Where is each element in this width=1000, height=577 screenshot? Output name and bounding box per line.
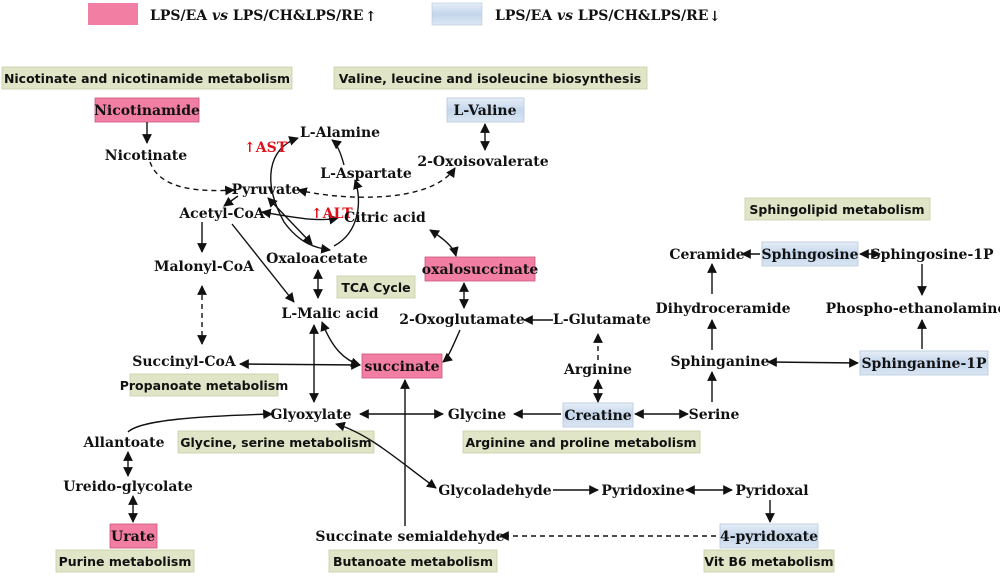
- module-arginine: Arginine and proline metabolism: [465, 435, 696, 450]
- legend-up-label: LPS/EA vs LPS/CH&LPS/RE: [150, 8, 363, 24]
- module-tca: TCA Cycle: [341, 280, 410, 295]
- metabolite-l-valine: L-Valine: [453, 103, 516, 119]
- metabolite-nicotinate: Nicotinate: [105, 148, 187, 164]
- legend-down-swatch: [431, 2, 483, 26]
- metabolite-4-pyridoxate: 4-pyridoxate: [720, 529, 818, 545]
- metabolite-glyoxylate: Glyoxylate: [271, 407, 352, 423]
- metabolite-l-malic-acid: L-Malic acid: [282, 306, 379, 322]
- metabolite-pyruvate: Pyruvate: [232, 182, 301, 198]
- metabolite-ureido-glycolate: Ureido-glycolate: [63, 479, 193, 495]
- legend-down-label: LPS/EA vs LPS/CH&LPS/RE: [495, 8, 708, 24]
- module-glycine: Glycine, serine metabolism: [180, 435, 371, 450]
- metabolite-l-aspartate: L-Aspartate: [320, 166, 412, 182]
- metabolite-malonyl-coa: Malonyl-CoA: [154, 259, 255, 275]
- metabolite-sphinganine-1p: Sphinganine-1P: [861, 356, 987, 372]
- metabolite-urate: Urate: [111, 529, 155, 545]
- up-arrow-icon: ↑: [365, 9, 377, 25]
- module-propanoate: Propanoate metabolism: [120, 378, 289, 393]
- metabolite-acetyl-coa: Acetyl-CoA: [178, 206, 266, 222]
- metabolite-pyridoxine: Pyridoxine: [601, 483, 684, 499]
- metabolite-l-glutamate: L-Glutamate: [553, 312, 651, 328]
- metabolite-allantoate: Allantoate: [83, 435, 165, 451]
- metabolite-glycoladehyde: Glycoladehyde: [438, 483, 551, 499]
- legend: LPS/EA vs LPS/CH&LPS/RE ↑ LPS/EA vs LPS/…: [88, 2, 721, 26]
- down-arrow-icon: ↓: [709, 9, 721, 25]
- metabolite-oxalosuccinate: oxalosuccinate: [422, 262, 539, 278]
- module-labels: Nicotinate and nicotinamide metabolism V…: [1, 66, 931, 573]
- module-purine: Purine metabolism: [59, 554, 192, 569]
- metabolite-nicotinamide: Nicotinamide: [94, 103, 200, 119]
- metabolite-serine: Serine: [689, 407, 740, 423]
- enzyme-alt-label: ↑ALT: [311, 206, 353, 222]
- pathway-edges: [123, 122, 927, 541]
- metabolite-pyridoxal: Pyridoxal: [735, 483, 808, 499]
- legend-up-swatch: [88, 3, 138, 25]
- metabolite-succinyl-coa: Succinyl-CoA: [132, 354, 237, 370]
- metabolite-dihydroceramide: Dihydroceramide: [656, 301, 791, 317]
- metabolite-glycine: Glycine: [448, 407, 506, 423]
- metabolite-phospho-ethanolamine: Phospho-ethanolamine: [826, 301, 1000, 317]
- metabolite-succinate-semialdehyde: Succinate semialdehyde: [315, 529, 504, 545]
- module-nicotinate: Nicotinate and nicotinamide metabolism: [4, 71, 290, 86]
- metabolite-arginine: Arginine: [563, 362, 632, 378]
- module-sphingolipid: Sphingolipid metabolism: [749, 202, 924, 217]
- metabolite-oxaloacetate: Oxaloacetate: [266, 251, 368, 267]
- metabolite-succinate: succinate: [364, 359, 439, 375]
- module-valine: Valine, leucine and isoleucine biosynthe…: [339, 71, 641, 86]
- metabolite-citric-acid: Citric acid: [344, 210, 426, 226]
- metabolite-ceramide: Ceramide: [669, 247, 744, 263]
- highlight-boxes: [94, 97, 989, 549]
- metabolite-l-alamine: L-Alamine: [300, 125, 380, 141]
- metabolite-sphinganine: Sphinganine: [670, 354, 769, 370]
- metabolite-sphingosine-1p: Sphingosine-1P: [870, 247, 994, 263]
- metabolite-2-oxoglutamate: 2-Oxoglutamate: [399, 312, 525, 328]
- enzyme-ast-label: ↑AST: [244, 140, 288, 156]
- module-vitb6: Vit B6 metabolism: [704, 554, 833, 569]
- module-butanoate: Butanoate metabolism: [333, 554, 493, 569]
- metabolite-labels: Nicotinamide Nicotinate L-Valine L-Alami…: [63, 103, 1000, 545]
- metabolite-sphingosine: Sphingosine: [762, 247, 859, 263]
- metabolite-2-oxoisovalerate: 2-Oxoisovalerate: [417, 154, 548, 170]
- metabolite-creatine: Creatine: [564, 408, 631, 424]
